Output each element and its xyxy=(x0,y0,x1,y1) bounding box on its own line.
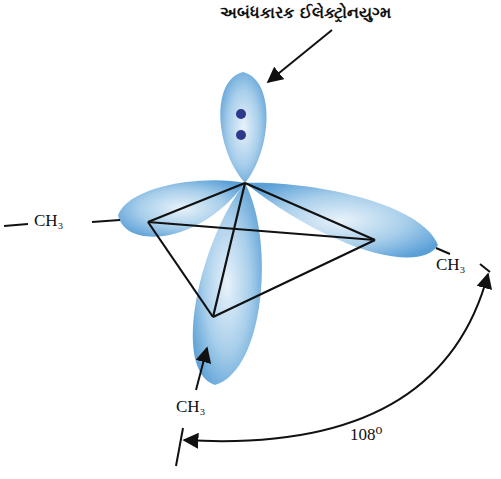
lone-pair-label: અબંધકારક ઈલેક્ટ્રોનયુગ્મ xyxy=(220,4,391,22)
leader-lines xyxy=(4,30,490,466)
lone-pair-lobe xyxy=(220,72,266,183)
bond-lobe-right xyxy=(245,183,438,258)
methyl-label: CH₃ xyxy=(436,256,466,275)
methyl-label: CH₃ xyxy=(176,398,206,417)
electron-dot xyxy=(236,109,246,119)
orbital-lobes xyxy=(118,72,438,385)
electron-dot xyxy=(236,130,246,140)
angle-label: 108⁰ xyxy=(348,426,384,445)
bond-lobe-bottom xyxy=(193,183,262,385)
tetrahedron xyxy=(148,183,375,317)
methyl-label: CH₃ xyxy=(34,212,64,231)
